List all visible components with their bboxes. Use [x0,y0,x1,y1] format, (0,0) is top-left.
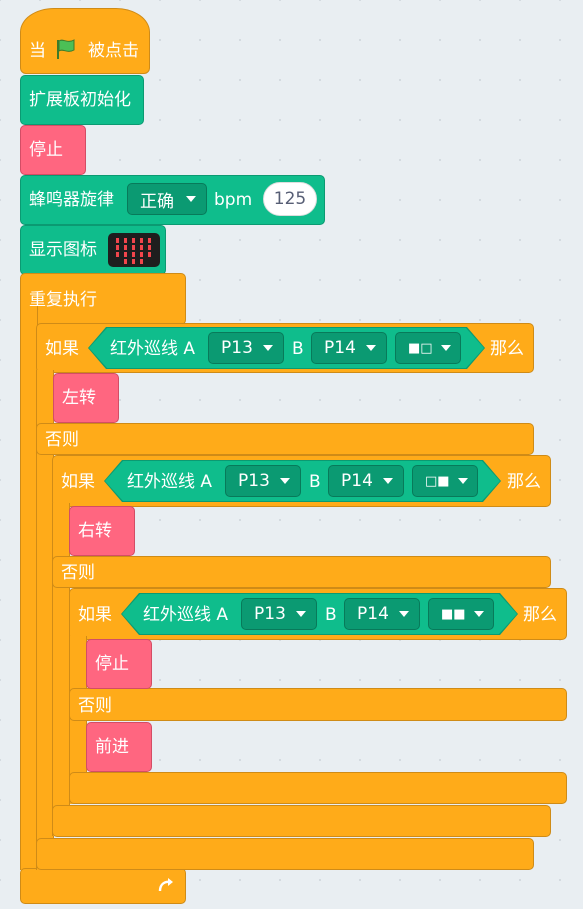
if2-if-label: 如果 [61,472,95,492]
chevron-down-icon [399,611,409,617]
chevron-down-icon [280,478,290,484]
if3-a-pin-value: P13 [254,604,286,624]
forever-label: 重复执行 [29,290,97,310]
if3-sensor-label: 红外巡线 A [143,605,229,625]
if1-a-pin-dropdown[interactable]: P13 [208,332,284,364]
if2-then-label: 那么 [507,472,541,492]
chevron-down-icon [296,611,306,617]
if-else-2-arm [52,503,70,836]
melody-dropdown[interactable]: 正确 [127,183,207,215]
if3-state-dropdown[interactable]: ■■ [428,598,494,630]
if3-b-label: B [325,605,337,625]
show-icon-label: 显示图标 [29,240,97,260]
when-flag-clicked-block[interactable] [20,8,150,74]
forward-block[interactable] [86,722,152,772]
if2-else-label: 否则 [61,563,95,583]
chevron-down-icon [263,345,273,351]
if3-else-label: 否则 [78,696,112,716]
if3-then-label: 那么 [523,605,557,625]
if3-if-label: 如果 [78,605,112,625]
turn-left-label: 左转 [62,388,96,408]
if1-a-pin-value: P13 [221,338,253,358]
if2-state-dropdown[interactable]: □■ [412,465,478,497]
chevron-down-icon [383,478,393,484]
turn-right-block[interactable] [69,506,135,556]
if2-b-pin-dropdown[interactable]: P14 [328,465,404,497]
init-label: 扩展板初始化 [29,90,131,110]
if1-state-value: ■□ [408,340,433,356]
chevron-down-icon [366,345,376,351]
chevron-down-icon [457,478,468,484]
hat-suffix-label: 被点击 [88,41,139,61]
hat-prefix-label: 当 [29,41,46,61]
if3-b-pin-value: P14 [357,604,389,624]
if1-state-dropdown[interactable]: ■□ [395,332,461,364]
bpm-input[interactable]: 125 [263,182,317,216]
if-else-3-bottom [69,772,567,804]
stop-block[interactable] [20,125,86,175]
if2-state-value: □■ [425,473,450,489]
forever-loop-top[interactable] [20,273,186,325]
stop-2-label: 停止 [95,654,129,674]
if1-else-label: 否则 [45,430,79,450]
if-else-1-else-bar [36,423,534,455]
turn-left-block[interactable] [53,373,119,423]
stop-label: 停止 [29,140,63,160]
if2-sensor-label: 红外巡线 A [127,472,213,492]
if2-b-label: B [309,472,321,492]
if-else-3-else-bar [69,688,567,721]
if2-b-pin-value: P14 [341,471,373,491]
if2-a-pin-value: P13 [238,471,270,491]
chevron-down-icon [186,196,196,202]
if1-then-label: 那么 [490,339,524,359]
turn-right-label: 右转 [78,521,112,541]
if-else-2-bottom [52,805,551,837]
if3-a-pin-dropdown[interactable]: P13 [241,598,317,630]
bpm-label: bpm [214,190,253,210]
if-else-1-bottom [36,838,534,870]
if1-if-label: 如果 [45,339,79,359]
stop-block-2[interactable] [86,639,152,689]
extension-init-block[interactable] [20,75,144,125]
if2-a-pin-dropdown[interactable]: P13 [225,465,301,497]
if3-b-pin-dropdown[interactable]: P14 [344,598,420,630]
if1-sensor-label: 红外巡线 A [110,339,196,359]
if1-b-pin-value: P14 [324,338,356,358]
if3-state-value: ■■ [441,606,466,622]
melody-value: 正确 [140,191,174,212]
led-matrix-icon[interactable] [108,233,160,267]
loop-arrow-icon [158,878,173,892]
green-flag-icon [57,39,75,59]
if1-b-pin-dropdown[interactable]: P14 [311,332,387,364]
if1-b-label: B [292,339,304,359]
chevron-down-icon [440,345,451,351]
if-else-2-else-bar [52,556,551,588]
forward-label: 前进 [95,737,129,757]
chevron-down-icon [473,611,484,617]
buzzer-label: 蜂鸣器旋律 [29,190,114,210]
